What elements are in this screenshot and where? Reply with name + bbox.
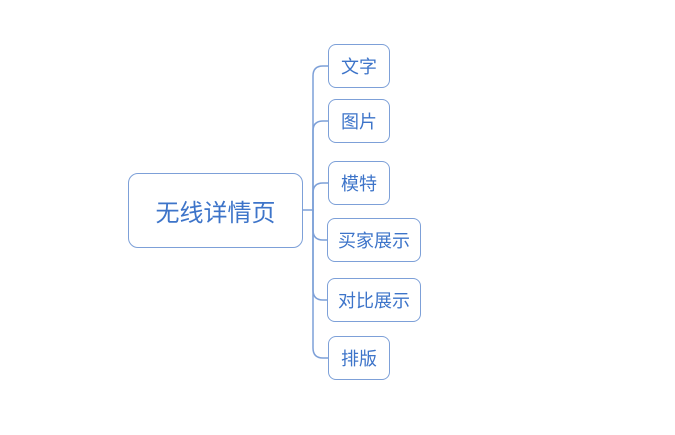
connector-branch-compare-show: [312, 209, 328, 301]
connector-branch-buyer-show: [312, 209, 328, 241]
connector-branch-model: [312, 182, 329, 211]
child-node-compare-show[interactable]: 对比展示: [327, 278, 421, 322]
root-node-wireless-detail-page[interactable]: 无线详情页: [128, 173, 303, 248]
child-node-label: 排版: [341, 349, 377, 369]
root-node-label: 无线详情页: [155, 200, 276, 227]
connector-branch-layout: [312, 209, 329, 359]
child-node-label: 买家展示: [338, 231, 410, 251]
connector-branch-text: [312, 65, 329, 211]
child-node-buyer-show[interactable]: 买家展示: [327, 218, 421, 262]
child-node-label: 文字: [341, 57, 377, 77]
child-node-model[interactable]: 模特: [328, 161, 390, 205]
child-node-image[interactable]: 图片: [328, 99, 390, 143]
child-node-text[interactable]: 文字: [328, 44, 390, 88]
child-node-label: 模特: [341, 174, 377, 194]
child-node-label: 对比展示: [338, 291, 410, 311]
child-node-layout[interactable]: 排版: [328, 336, 390, 380]
child-node-label: 图片: [341, 112, 377, 132]
connector-branch-image: [312, 120, 329, 211]
